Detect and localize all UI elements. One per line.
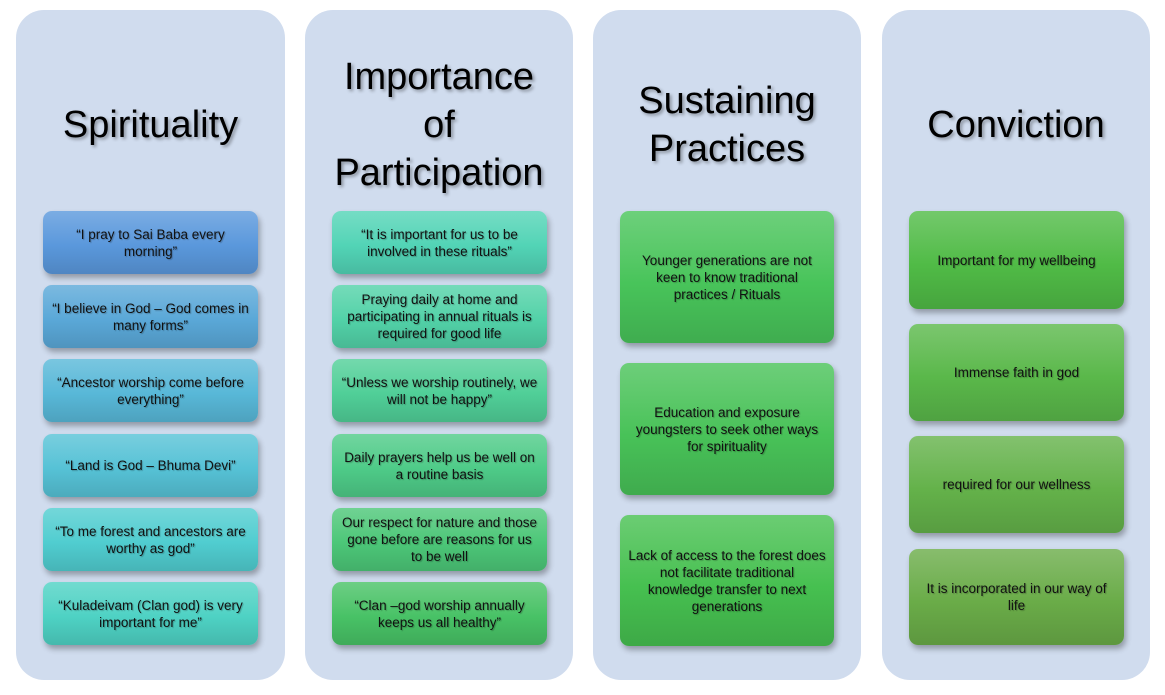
theme-item: “Kuladeivam (Clan god) is very important…: [43, 582, 258, 645]
theme-item: Daily prayers help us be well on a routi…: [332, 434, 547, 497]
theme-item: Praying daily at home and participating …: [332, 285, 547, 348]
theme-item: “To me forest and ancestors are worthy a…: [43, 508, 258, 571]
theme-item: Younger generations are not keen to know…: [620, 211, 834, 343]
theme-item: It is incorporated in our way of life: [909, 549, 1124, 645]
theme-item: “Land is God – Bhuma Devi”: [43, 434, 258, 497]
theme-item: Our respect for nature and those gone be…: [332, 508, 547, 571]
column-spirituality: Spirituality “I pray to Sai Baba every mo…: [16, 10, 285, 680]
theme-item: “I pray to Sai Baba every morning”: [43, 211, 258, 274]
theme-item: required for our wellness: [909, 436, 1124, 533]
theme-item: “Ancestor worship come before everything…: [43, 359, 258, 422]
theme-item: Immense faith in god: [909, 324, 1124, 421]
column-title: Spirituality: [62, 104, 239, 146]
column-title: Sustaining Practices: [638, 80, 816, 170]
column-title: Conviction: [927, 104, 1105, 146]
theme-item: Lack of access to the forest does not fa…: [620, 515, 834, 646]
column-importance-of-participation: Importance of Participation “It is import…: [305, 10, 573, 680]
theme-item: Education and exposure youngsters to see…: [620, 363, 834, 495]
theme-item: “It is important for us to be involved i…: [332, 211, 547, 274]
theme-item: “Clan –god worship annually keeps us all…: [332, 582, 547, 645]
theme-item: “I believe in God – God comes in many fo…: [43, 285, 258, 348]
theme-item: “Unless we worship routinely, we will no…: [332, 359, 547, 422]
column-title: Importance of Participation: [334, 56, 544, 194]
theme-item: Important for my wellbeing: [909, 211, 1124, 309]
